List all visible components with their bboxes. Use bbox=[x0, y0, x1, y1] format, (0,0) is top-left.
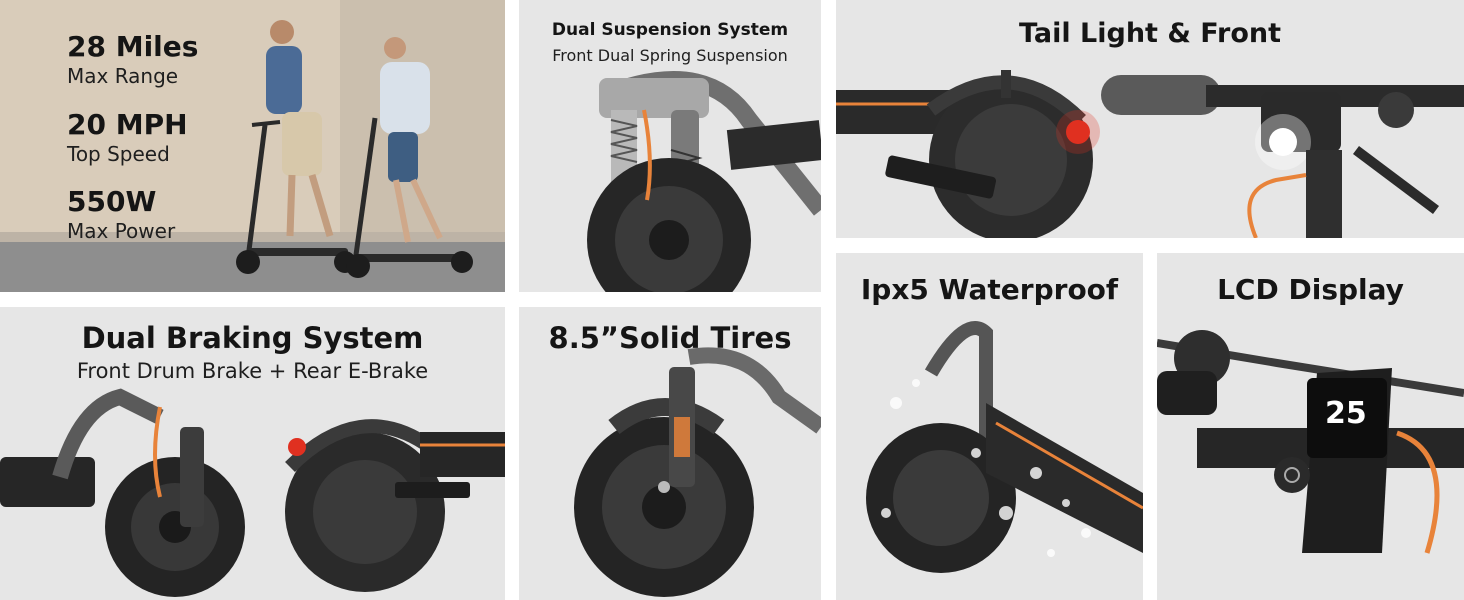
spec-value-power: 550W bbox=[67, 185, 157, 218]
braking-title: Dual Braking System bbox=[81, 321, 424, 355]
tires-illustration bbox=[574, 347, 821, 597]
spec-value-range: 28 Miles bbox=[67, 30, 199, 63]
lights-title: Tail Light & Front bbox=[1018, 18, 1282, 49]
riders-illustration bbox=[0, 0, 505, 292]
suspension-illustration bbox=[587, 71, 821, 292]
tires-panel: 8.5”Solid Tires bbox=[519, 307, 821, 600]
braking-panel: Dual Braking System Front Drum Brake + R… bbox=[0, 307, 505, 600]
suspension-subtitle: Front Dual Spring Suspension bbox=[552, 46, 788, 65]
display-panel: 25 LCD Display bbox=[1157, 253, 1464, 600]
lights-panel: Tail Light & Front bbox=[836, 0, 1464, 238]
waterproof-panel: Ipx5 Waterproof bbox=[836, 253, 1143, 600]
suspension-title: Dual Suspension System bbox=[551, 20, 789, 40]
bell bbox=[1378, 92, 1414, 128]
lcd-speed-readout: 25 bbox=[1325, 396, 1367, 431]
rider-2-jacket bbox=[380, 62, 430, 134]
headlight bbox=[1269, 128, 1297, 156]
water-splash bbox=[881, 379, 1091, 557]
suspension-panel: Dual Suspension System Front Dual Spring… bbox=[519, 0, 821, 292]
hero-panel: 28 Miles Max Range 20 MPH Top Speed 550W… bbox=[0, 0, 505, 292]
waterproof-title: Ipx5 Waterproof bbox=[860, 273, 1119, 306]
display-illustration bbox=[1157, 330, 1464, 554]
spec-label-power: Max Power bbox=[67, 219, 176, 243]
braking-illustration bbox=[0, 388, 505, 597]
lights-illustration bbox=[836, 70, 1464, 238]
display-title: LCD Display bbox=[1217, 273, 1404, 306]
power-button-icon bbox=[1274, 457, 1310, 493]
lcd-screen bbox=[1307, 378, 1387, 458]
spec-label-speed: Top Speed bbox=[67, 142, 170, 166]
rider-1-jacket bbox=[266, 46, 302, 114]
spec-label-range: Max Range bbox=[67, 64, 179, 88]
waterproof-illustration bbox=[866, 321, 1143, 573]
deck bbox=[986, 403, 1143, 553]
tires-title: 8.5”Solid Tires bbox=[548, 321, 792, 355]
spec-value-speed: 20 MPH bbox=[67, 108, 188, 141]
braking-subtitle: Front Drum Brake + Rear E-Brake bbox=[76, 359, 429, 383]
tail-light bbox=[1066, 120, 1090, 144]
handle-grip bbox=[1101, 75, 1221, 115]
